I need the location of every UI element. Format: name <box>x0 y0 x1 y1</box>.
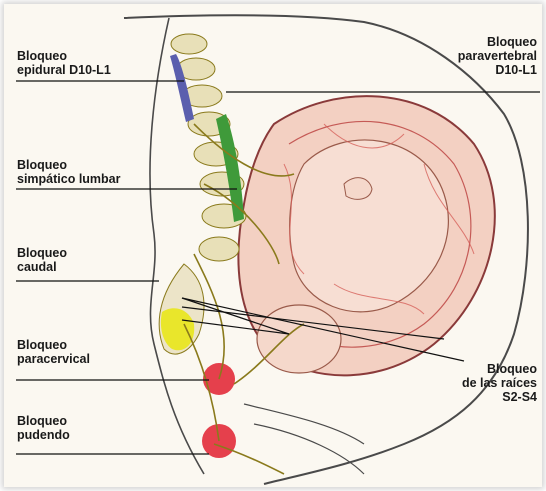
label-simpatico-lumbar: Bloqueo simpático lumbar <box>17 158 121 186</box>
label-caudal: Bloqueo caudal <box>17 246 67 274</box>
label-pudendo: Bloqueo pudendo <box>17 414 70 442</box>
label-paravertebral: Bloqueo paravertebral D10-L1 <box>458 35 537 77</box>
label-epidural: Bloqueo epidural D10-L1 <box>17 49 111 77</box>
fetus-hand <box>344 178 372 200</box>
label-paracervical: Bloqueo paracervical <box>17 338 90 366</box>
fetus-head <box>257 305 341 373</box>
label-raices-s2-s4: Bloqueo de las raíces S2-S4 <box>462 362 537 404</box>
anatomical-figure: Bloqueo epidural D10-L1 Bloqueo paravert… <box>4 4 542 487</box>
